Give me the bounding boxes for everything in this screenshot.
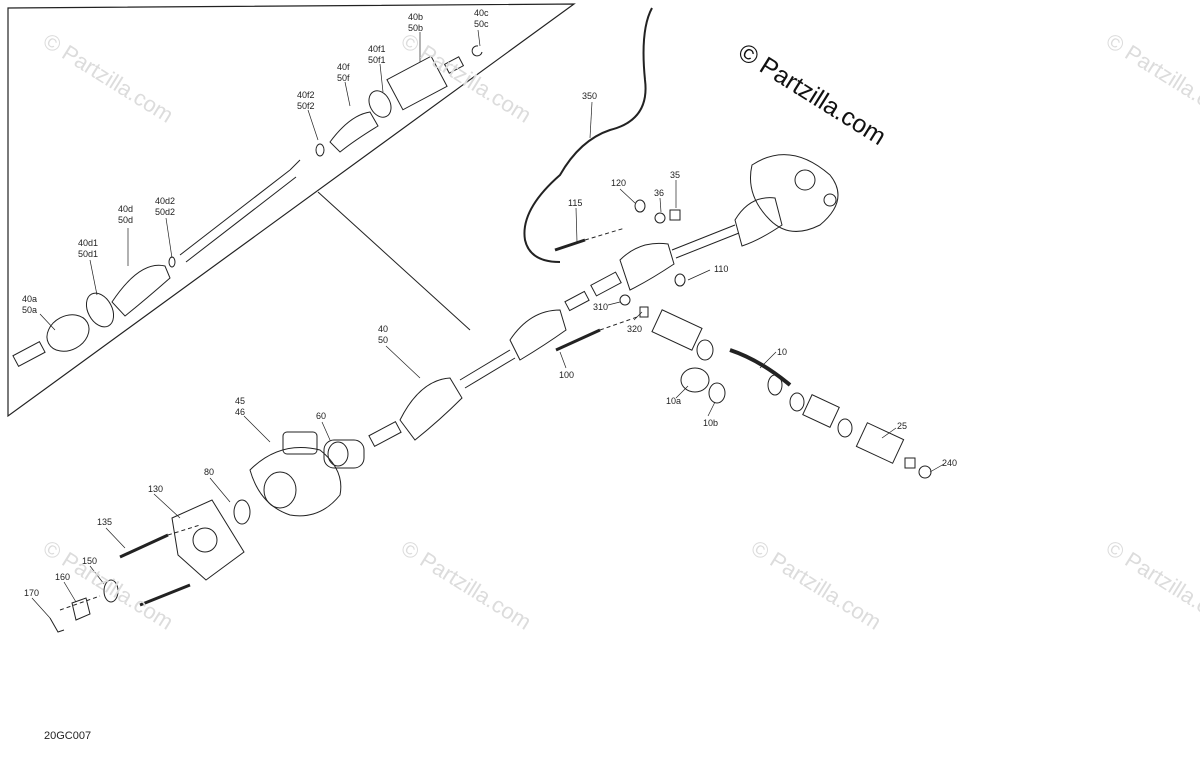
inset-axle (12, 45, 483, 368)
callout-25[interactable]: 25 (897, 421, 908, 431)
ring-10b (708, 382, 726, 404)
callout-135[interactable]: 135 (97, 517, 113, 527)
inset-panel (7, 3, 576, 418)
hose (523, 7, 653, 263)
callout-10b[interactable]: 10b (703, 418, 719, 428)
callout-115[interactable]: 115 (568, 198, 583, 208)
callout-110[interactable]: 110 (714, 264, 729, 274)
callout-60[interactable]: 60 (316, 411, 327, 421)
callout-320[interactable]: 320 (627, 324, 643, 334)
callout-10a[interactable]: 10a (666, 396, 682, 406)
nut-110 (674, 273, 686, 287)
leader-lines (31, 29, 945, 619)
callout-160[interactable]: 160 (55, 572, 71, 582)
driveshaft-group (651, 309, 932, 479)
nut-120 (634, 199, 646, 213)
callout-170[interactable]: 170 (24, 588, 40, 598)
pin-170 (49, 617, 65, 633)
callout-100[interactable]: 100 (559, 370, 575, 380)
callout-120[interactable]: 120 (611, 178, 627, 188)
callout-350[interactable]: 350 (582, 91, 598, 101)
circlip-80 (233, 499, 251, 525)
nut-160 (71, 597, 91, 621)
callout-240[interactable]: 240 (942, 458, 958, 468)
washer-310 (619, 294, 631, 306)
bolt-115 (554, 238, 586, 252)
inset-leader-line (317, 191, 471, 331)
washer-150 (103, 579, 119, 603)
diagram-code: 20GC007 (44, 730, 92, 742)
callout-80[interactable]: 80 (204, 467, 215, 477)
callout-130[interactable]: 130 (148, 484, 164, 494)
bearing-60 (323, 439, 365, 469)
main-axle (368, 154, 839, 448)
callout-150[interactable]: 150 (82, 556, 98, 566)
boot-10a (680, 367, 710, 393)
bolt-100 (555, 328, 601, 352)
callout-310[interactable]: 310 (593, 302, 609, 312)
hub-130 (171, 499, 245, 581)
callout-36[interactable]: 36 (654, 188, 665, 198)
washer-36 (654, 212, 666, 224)
knuckle-assembly (49, 431, 365, 633)
callout-10[interactable]: 10 (777, 347, 788, 357)
callout-35[interactable]: 35 (670, 170, 681, 180)
plug-320 (639, 306, 649, 318)
plug-35 (669, 209, 681, 221)
